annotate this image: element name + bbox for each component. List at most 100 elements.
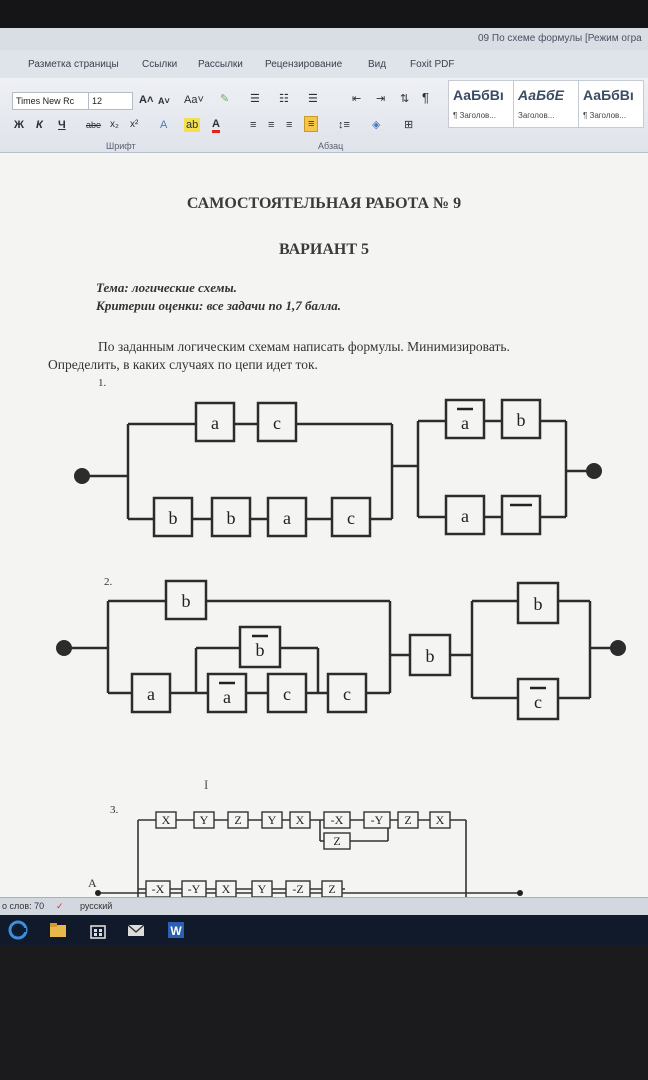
- italic-icon[interactable]: К: [36, 119, 43, 131]
- svg-text:a: a: [461, 506, 469, 526]
- svg-text:a: a: [223, 687, 231, 707]
- svg-text:a: a: [461, 413, 469, 433]
- s2-block-not-c: c: [516, 677, 560, 721]
- tab-references[interactable]: Ссылки: [142, 59, 178, 70]
- s2-block-c1: c: [266, 672, 308, 714]
- svg-text:c: c: [343, 684, 351, 704]
- scheme-1-number: 1.: [98, 377, 107, 389]
- multilevel-list-icon[interactable]: ☰: [308, 93, 318, 105]
- doc-task-line1: По заданным логическим схемам написать ф…: [98, 339, 510, 354]
- tab-mailings[interactable]: Рассылки: [198, 59, 243, 70]
- outdent-icon[interactable]: ⇥: [376, 93, 386, 105]
- numbering-icon[interactable]: ☷: [279, 93, 289, 105]
- s3-top-x3: X: [429, 811, 451, 829]
- svg-text:a: a: [147, 684, 155, 704]
- ribbon-tabs: Разметка страницы Ссылки Рассылки Реценз…: [0, 50, 648, 78]
- highlight-icon[interactable]: ab: [184, 118, 201, 132]
- svg-text:X: X: [436, 813, 445, 827]
- svg-text:X: X: [222, 882, 231, 896]
- svg-text:b: b: [182, 591, 191, 611]
- s3-sub-z: Z: [323, 832, 351, 850]
- s2-block-b3: b: [516, 581, 560, 625]
- tab-review[interactable]: Рецензирование: [265, 59, 343, 70]
- mail-icon[interactable]: [126, 920, 146, 940]
- pilcrow-icon[interactable]: ¶: [422, 90, 429, 105]
- bold-icon[interactable]: Ж: [14, 119, 24, 131]
- indent-icon[interactable]: ⇤: [352, 93, 362, 105]
- s3-top-x2: X: [289, 811, 311, 829]
- file-explorer-icon[interactable]: [48, 920, 68, 940]
- superscript-icon[interactable]: x²: [130, 119, 139, 130]
- svg-text:-Y: -Y: [188, 882, 201, 896]
- svg-text:a: a: [283, 508, 291, 528]
- justify-icon[interactable]: ≡: [304, 116, 319, 132]
- underline-icon[interactable]: Ч: [58, 119, 66, 131]
- proofing-icon[interactable]: ✓: [56, 901, 64, 911]
- svg-text:X: X: [162, 813, 171, 827]
- svg-text:X: X: [296, 813, 305, 827]
- doc-task-line2: Определить, в каких случаях по цепи идет…: [48, 357, 318, 372]
- font-name-box[interactable]: Times New Rc: [12, 92, 89, 110]
- s1-block-not-a: a: [444, 398, 486, 440]
- scheme-3-blocks: X Y Z Y X -X -Y Z X Z -X -Y X Y -Z Z: [145, 811, 451, 897]
- style-heading-1[interactable]: АаБбВı ¶ Заголов...: [448, 80, 514, 128]
- svg-text:c: c: [347, 508, 355, 528]
- shading-icon[interactable]: ◈: [372, 119, 381, 131]
- clear-format-icon[interactable]: ✎: [220, 93, 230, 105]
- align-left-icon[interactable]: ≡: [250, 119, 257, 131]
- scheme-2-blocks: b a b a c c b b c: [130, 579, 560, 721]
- s3-top-z2: Z: [397, 811, 419, 829]
- grow-font-icon[interactable]: A˄: [139, 94, 154, 106]
- svg-text:c: c: [273, 413, 281, 433]
- change-case-icon[interactable]: Aa˅: [184, 94, 204, 106]
- word-icon[interactable]: W: [166, 920, 186, 940]
- borders-icon[interactable]: ⊞: [404, 119, 414, 131]
- svg-text:-Z: -Z: [292, 882, 303, 896]
- tab-page-layout[interactable]: Разметка страницы: [28, 59, 119, 70]
- language-indicator[interactable]: русский: [80, 901, 113, 911]
- word-count[interactable]: о слов: 70: [2, 901, 45, 911]
- monitor-bezel-bottom: [0, 945, 648, 1080]
- s3-bot-y: Y: [251, 880, 273, 897]
- svg-text:a: a: [211, 413, 219, 433]
- line-spacing-icon[interactable]: ↕≡: [338, 119, 350, 131]
- monitor-bezel-top: [0, 0, 648, 28]
- sort-icon[interactable]: ⇅: [400, 93, 410, 105]
- group-font-label: Шрифт: [106, 141, 136, 151]
- align-right-icon[interactable]: ≡: [286, 119, 293, 131]
- tab-view[interactable]: Вид: [368, 59, 387, 70]
- doc-criteria: Критерии оценки: все задачи по 1,7 балла…: [96, 298, 342, 313]
- svg-text:Y: Y: [200, 813, 209, 827]
- svg-text:Z: Z: [404, 813, 411, 827]
- style-heading-3[interactable]: АаБбВı ¶ Заголов...: [578, 80, 644, 128]
- svg-text:-X: -X: [152, 882, 165, 896]
- status-bar: о слов: 70 ✓ русский: [0, 897, 648, 916]
- s1-block-c2: c: [330, 496, 372, 538]
- shrink-font-icon[interactable]: A˅: [158, 96, 170, 106]
- svg-text:Z: Z: [328, 882, 335, 896]
- s2-block-b2: b: [408, 633, 452, 677]
- s1-block-b1: b: [152, 496, 194, 538]
- store-icon[interactable]: [88, 920, 108, 940]
- text-cursor-icon: I: [204, 777, 208, 792]
- subscript-icon[interactable]: x₂: [110, 119, 119, 130]
- ribbon: Times New Rc 12 A˄ A˅ Aa˅ ✎ ☰ ☷ ☰ ⇤ ⇥ ⇅ …: [0, 78, 648, 153]
- document-page[interactable]: САМОСТОЯТЕЛЬНАЯ РАБОТА № 9 ВАРИАНТ 5 Тем…: [0, 153, 648, 897]
- font-size-box[interactable]: 12: [88, 92, 133, 110]
- window-title: 09 По схеме формулы [Режим огра: [478, 33, 642, 44]
- strikethrough-icon[interactable]: abe: [86, 120, 102, 130]
- svg-text:-Y: -Y: [371, 813, 384, 827]
- group-paragraph-label: Абзац: [318, 141, 344, 151]
- bullets-icon[interactable]: ☰: [250, 93, 260, 105]
- tab-foxit-pdf[interactable]: Foxit PDF: [410, 59, 455, 70]
- text-effects-icon[interactable]: A: [160, 119, 168, 131]
- svg-text:Y: Y: [268, 813, 277, 827]
- s1-block-c: c: [256, 401, 298, 443]
- svg-text:b: b: [534, 594, 543, 614]
- s3-top-x1: X: [155, 811, 177, 829]
- edge-icon[interactable]: [8, 920, 28, 940]
- s2-block-not-a: a: [206, 672, 248, 714]
- align-center-icon[interactable]: ≡: [268, 119, 275, 131]
- font-color-icon[interactable]: A: [212, 118, 220, 133]
- style-heading-2[interactable]: АаБбЕ Заголов...: [513, 80, 579, 128]
